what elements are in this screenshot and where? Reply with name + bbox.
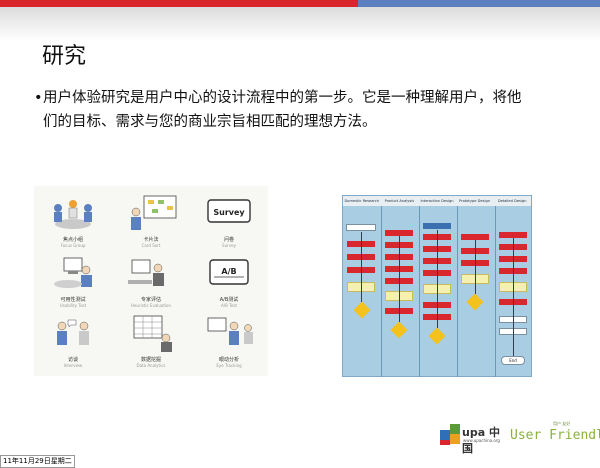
survey-sign-icon: [207, 199, 251, 223]
card-sort-icon: [131, 195, 177, 230]
method-sublabel: Interview: [63, 363, 83, 368]
method-label: 问卷: [223, 237, 234, 243]
flow-step: [499, 232, 527, 238]
flow-arrow: [399, 236, 400, 322]
focus-group-icon: [54, 200, 92, 229]
upa-logo-icon: [440, 424, 460, 445]
method-sublabel: Heuristic Evaluation: [130, 303, 172, 308]
method-data-analytics: 数据挖掘 Data Analytics: [116, 314, 186, 372]
upa-china-logo: upa 中国 www.upachina.org: [438, 422, 506, 455]
flow-decision: [428, 327, 446, 345]
method-sublabel: A/B Test: [221, 303, 237, 308]
bullet-dot: •: [34, 90, 43, 106]
method-label: 专家评估: [140, 297, 161, 303]
research-methods-illustration: 焦点小组 Focus Group 卡片法 Card Sort Survey 问卷…: [34, 186, 268, 376]
method-sublabel: Survey: [222, 243, 236, 248]
method-sublabel: Eye Tracking: [216, 363, 242, 368]
lane-divider: [381, 206, 382, 377]
lane-header: Interaction Design: [420, 199, 454, 203]
user-friendly-chinese: 用户 友好: [553, 421, 571, 426]
flow-arrow: [361, 232, 362, 302]
method-label: 眼动分析: [218, 357, 239, 363]
flow-decision: [353, 301, 371, 319]
method-label: A/B测试: [219, 297, 239, 303]
upa-logo-text: upa 中国: [462, 426, 500, 455]
lane-header: Product Analysis: [384, 199, 415, 203]
method-focus-group: 焦点小组 Focus Group: [38, 194, 108, 252]
method-ab-test: A/B A/B测试 A/B Test: [194, 254, 264, 312]
top-color-bar: [0, 0, 600, 7]
flow-step: [385, 230, 413, 236]
bullet-text-block: • 用户体验研究是用户中心的设计流程中的第一步。它是一种理解用户，将他们的目标、…: [34, 86, 534, 134]
eye-tracking-icon: [207, 317, 253, 345]
method-sublabel: Card Sort: [141, 243, 161, 248]
method-label: 可用性测试: [60, 297, 86, 303]
ab-sign-text: A/B: [221, 267, 237, 276]
flow-decision: [466, 293, 484, 311]
header-gradient: [0, 7, 600, 41]
lane-header: Domestic Research: [344, 199, 380, 203]
date-stamp: 11年11月29日星期二: [0, 455, 75, 468]
survey-sign-text: Survey: [213, 208, 245, 217]
flow-arrow: [513, 238, 514, 356]
method-sublabel: Focus Group: [60, 243, 86, 248]
bullet-text: 用户体验研究是用户中心的设计流程中的第一步。它是一种理解用户，将他们的目标、需求…: [43, 90, 522, 130]
method-usability-test: 可用性测试 Usability Test: [38, 254, 108, 312]
method-label: 访谈: [67, 357, 78, 363]
lane-header: Prototype Design: [459, 199, 491, 203]
lane-divider: [457, 206, 458, 377]
lane-divider: [419, 206, 420, 377]
method-sublabel: Usability Test: [59, 303, 87, 308]
top-bar-blue: [358, 0, 600, 7]
lane-header: Detailed Design: [497, 199, 527, 203]
interview-icon: [57, 319, 89, 345]
flow-step-header: [423, 223, 451, 229]
upa-url: www.upachina.org: [463, 438, 500, 443]
usability-test-icon: [54, 257, 92, 288]
ab-sign-icon: [209, 259, 249, 285]
method-survey: Survey 问卷 Survey: [194, 194, 264, 252]
design-process-flowchart: Domestic Research Product Analysis Inter…: [342, 195, 532, 377]
method-label: 卡片法: [143, 237, 159, 243]
method-label: 数据挖掘: [140, 357, 161, 363]
method-label: 焦点小组: [62, 237, 83, 243]
flow-start-box: [346, 224, 376, 231]
flow-arrow: [437, 230, 438, 328]
slide-title: 研究: [42, 44, 87, 69]
lane-divider: [495, 206, 496, 377]
method-sublabel: Data Analytics: [136, 363, 166, 368]
data-analytics-icon: [133, 315, 172, 352]
flow-decision: [390, 321, 408, 339]
user-friendly-logo-text: User Friendly: [510, 428, 600, 443]
method-expert-review: 专家评估 Heuristic Evaluation: [116, 254, 186, 312]
flow-step: [461, 234, 489, 240]
flow-arrow: [475, 240, 476, 294]
method-card-sort: 卡片法 Card Sort: [116, 194, 186, 252]
expert-review-icon: [128, 259, 164, 286]
top-bar-red: [0, 0, 358, 7]
flowchart-lane-headers: Domestic Research Product Analysis Inter…: [343, 196, 531, 206]
method-interview: 访谈 Interview: [38, 314, 108, 372]
method-eye-tracking: 眼动分析 Eye Tracking: [194, 314, 264, 372]
flow-end-terminal: End: [501, 356, 525, 365]
